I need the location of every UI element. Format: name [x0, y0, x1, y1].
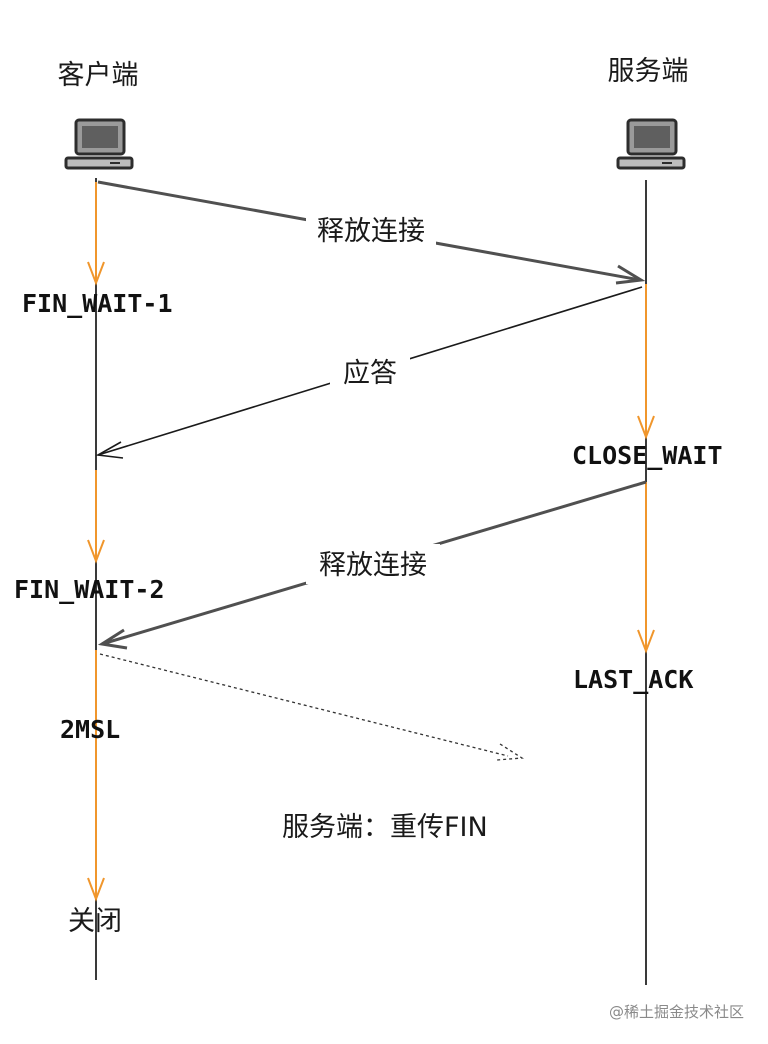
fin-server-message: 释放连接 [97, 480, 647, 650]
state-fin-wait-1: FIN_WAIT-1 [22, 289, 173, 318]
client-state-arrows [87, 182, 105, 902]
ack-server-message: 应答 [95, 286, 643, 459]
client-title: 客户端 [58, 60, 139, 91]
state-2msl: 2MSL [60, 715, 120, 744]
server-title: 服务端 [608, 56, 689, 87]
watermark: @稀土掘金技术社区 [609, 1003, 744, 1021]
lost-ack-dotted-arrow [99, 653, 524, 761]
client-computer-icon [64, 118, 134, 170]
state-last-ack: LAST_ACK [573, 665, 693, 694]
retransmit-note: 服务端：重传FIN [282, 812, 488, 843]
server-state-arrows [637, 284, 655, 654]
ack-server-label: 应答 [343, 358, 397, 389]
fin-client-label: 释放连接 [317, 216, 425, 247]
state-closed: 关闭 [68, 906, 122, 937]
server-computer-icon [616, 118, 686, 170]
state-close-wait: CLOSE_WAIT [572, 441, 723, 470]
state-fin-wait-2: FIN_WAIT-2 [14, 575, 165, 604]
fin-client-message: 释放连接 [97, 180, 646, 285]
fin-server-label: 释放连接 [319, 550, 427, 581]
